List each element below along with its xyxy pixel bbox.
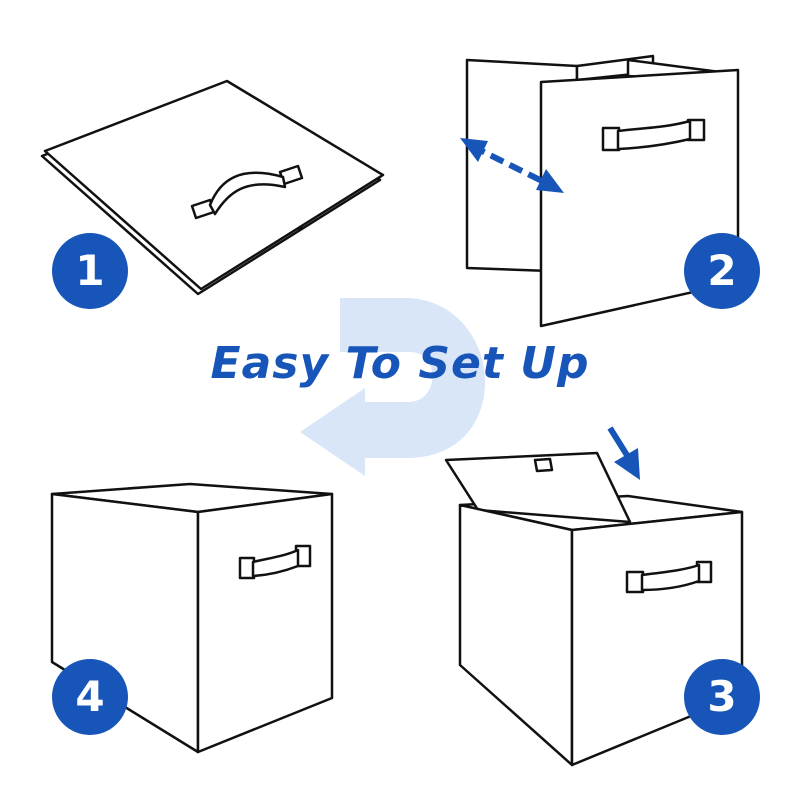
handle-icon — [625, 560, 713, 594]
double-arrow-icon — [460, 138, 564, 193]
down-arrow-icon — [607, 426, 640, 480]
step-1-badge: 1 — [52, 233, 128, 309]
handle-icon — [190, 164, 304, 220]
circular-arrow-icon — [300, 298, 486, 476]
flat-folded-panel-icon — [40, 79, 385, 296]
handle-icon — [238, 544, 312, 580]
finished-cube-icon — [50, 482, 334, 754]
step-4-badge: 4 — [52, 659, 128, 735]
headline-text: Easy To Set Up — [210, 338, 590, 389]
handle-icon — [601, 118, 706, 152]
step-3-badge: 3 — [684, 659, 760, 735]
step-2-badge: 2 — [684, 233, 760, 309]
